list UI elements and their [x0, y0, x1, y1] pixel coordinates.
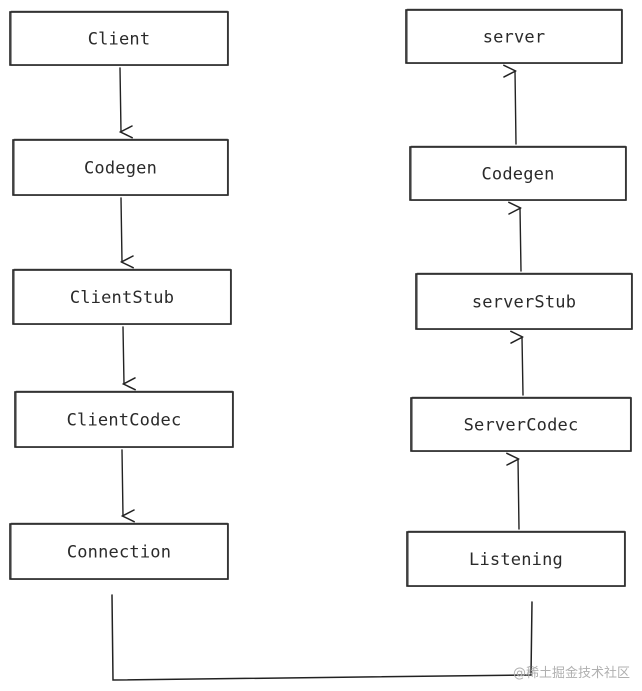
box-servercodec-outline — [410, 397, 632, 452]
box-client-codegen: Codegen — [12, 138, 229, 196]
edge-client-codegen-to-clientstub — [121, 197, 122, 262]
box-server-codegen-label: Codegen — [481, 165, 554, 185]
box-server: server — [405, 8, 623, 64]
box-connection-sketch-stroke — [10, 522, 228, 580]
box-server-codegen-outline — [409, 146, 627, 201]
edge-server-codegen-to-server — [515, 71, 516, 145]
box-clientcodec: ClientCodec — [14, 390, 234, 448]
edge-servercodec-to-serverstub — [522, 337, 523, 396]
watermark: @稀土掘金技术社区 — [512, 666, 630, 681]
box-server-outline — [405, 9, 623, 64]
box-connection-label: Connection — [67, 543, 171, 563]
box-client-codegen-outline — [12, 139, 229, 196]
edge-serverstub-to-server-codegen — [520, 208, 521, 272]
edge-listening-to-servercodec — [518, 459, 519, 530]
edge-clientcodec-to-connection — [122, 449, 123, 516]
box-server-label: server — [483, 28, 546, 48]
box-client-sketch-stroke — [10, 10, 228, 66]
edge-client-to-client-codegen — [120, 67, 121, 132]
box-servercodec-sketch-stroke — [411, 396, 631, 452]
box-connection-outline — [9, 523, 229, 580]
box-clientcodec-label: ClientCodec — [67, 411, 182, 431]
box-server-sketch-stroke — [406, 8, 622, 64]
box-server-codegen-sketch-stroke — [410, 145, 626, 201]
box-client-codegen-label: Codegen — [84, 159, 157, 179]
box-clientstub-label: ClientStub — [70, 288, 174, 308]
box-listening: Listening — [406, 530, 626, 587]
box-serverstub-outline — [415, 273, 633, 330]
box-clientstub-sketch-stroke — [13, 268, 231, 325]
box-server-codegen: Codegen — [409, 145, 627, 201]
box-serverstub-sketch-stroke — [416, 272, 632, 330]
box-client-outline — [9, 11, 229, 66]
box-serverstub-label: serverStub — [472, 293, 576, 313]
box-clientcodec-sketch-stroke — [15, 390, 233, 448]
edge-connection-to-listening — [111, 594, 533, 681]
box-client-codegen-sketch-stroke — [13, 138, 228, 196]
box-clientstub: ClientStub — [12, 268, 232, 325]
box-connection: Connection — [9, 522, 229, 580]
nodes-layer: ClientCodegenClientStubClientCodecConnec… — [9, 8, 633, 587]
box-client-label: Client — [88, 30, 151, 50]
box-servercodec: ServerCodec — [410, 396, 632, 452]
box-listening-sketch-stroke — [407, 530, 625, 587]
box-listening-label: Listening — [469, 550, 563, 570]
edges-layer — [111, 67, 533, 681]
box-client: Client — [9, 10, 229, 66]
edge-clientstub-to-clientcodec — [123, 326, 124, 384]
box-servercodec-label: ServerCodec — [464, 416, 579, 436]
box-serverstub: serverStub — [415, 272, 633, 330]
